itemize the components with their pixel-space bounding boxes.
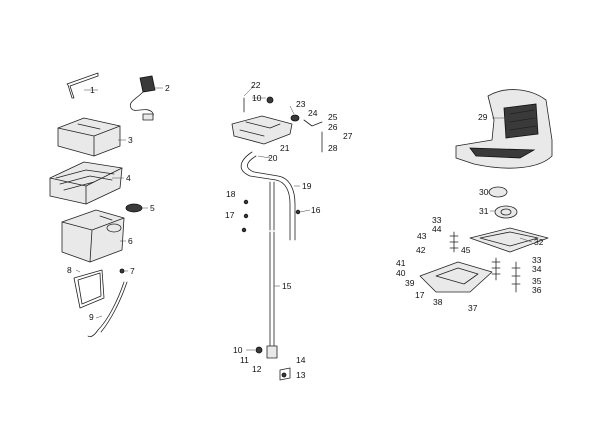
callout-39: 39: [405, 278, 415, 288]
callout-33-right: 33: [532, 255, 542, 265]
callout-4: 4: [126, 173, 131, 183]
callout-18: 18: [226, 189, 236, 199]
callout-8: 8: [67, 265, 72, 275]
callout-15: 15: [282, 281, 292, 291]
battery-cover-part: [57, 117, 121, 157]
callout-26: 26: [328, 122, 338, 132]
battery-cable-part: [87, 281, 128, 338]
leader-lines: [75, 85, 533, 351]
callout-33-top: 33: [432, 215, 442, 225]
battery-clip-part: [125, 203, 143, 213]
callout-3: 3: [128, 135, 133, 145]
callout-labels: 1 2 3 4 5 6 7 8 9 10 10 11 12 13 14 15 1…: [67, 80, 544, 380]
callout-41: 41: [396, 258, 406, 268]
seat-ring-part: [494, 205, 518, 219]
callout-6: 6: [128, 236, 133, 246]
bolts-parts: [241, 199, 301, 233]
suspension-base-part: [419, 261, 493, 293]
battery-frame-part: [73, 269, 105, 309]
callout-36: 36: [532, 285, 542, 295]
callout-17-right: 17: [415, 290, 425, 300]
callout-2: 2: [165, 83, 170, 93]
callout-22: 22: [251, 80, 261, 90]
callout-10-top: 10: [252, 93, 262, 103]
callout-32: 32: [534, 237, 544, 247]
callout-16: 16: [311, 205, 321, 215]
callout-42: 42: [416, 245, 426, 255]
callout-40: 40: [396, 268, 406, 278]
steering-column-part: [255, 231, 291, 381]
battery-charger-part: [129, 75, 156, 121]
callout-5: 5: [150, 203, 155, 213]
callout-31: 31: [479, 206, 489, 216]
seat-part: [455, 89, 553, 169]
seat-suspension-top-part: [469, 227, 549, 253]
battery-tray-part: [49, 161, 123, 205]
callout-37: 37: [468, 303, 478, 313]
callout-25: 25: [328, 112, 338, 122]
callout-9: 9: [89, 312, 94, 322]
callout-19: 19: [302, 181, 312, 191]
callout-24: 24: [308, 108, 318, 118]
callout-1: 1: [90, 85, 95, 95]
seat-bracket-part: [231, 96, 293, 145]
callout-35: 35: [532, 276, 542, 286]
callout-13: 13: [296, 370, 306, 380]
seat-knob-part: [488, 186, 508, 198]
steering-tube-part: [240, 151, 296, 241]
clamp-parts: [290, 114, 323, 153]
callout-17-middle: 17: [225, 210, 235, 220]
callout-30: 30: [479, 187, 489, 197]
callout-23: 23: [296, 99, 306, 109]
callout-28: 28: [328, 143, 338, 153]
callout-11: 11: [240, 355, 249, 365]
cable-screw-part: [119, 268, 125, 274]
suspension-springs-parts: [449, 231, 521, 293]
callout-12: 12: [252, 364, 262, 374]
callout-44: 44: [432, 224, 442, 234]
callout-43: 43: [417, 231, 427, 241]
callout-38: 38: [433, 297, 443, 307]
callout-27: 27: [343, 131, 353, 141]
battery-bracket-part: [66, 72, 99, 99]
callout-10-bottom: 10: [233, 345, 243, 355]
callout-21: 21: [280, 143, 290, 153]
callout-7: 7: [130, 266, 135, 276]
callout-20: 20: [268, 153, 278, 163]
callout-34: 34: [532, 264, 542, 274]
battery-part: [61, 209, 125, 263]
callout-29: 29: [478, 112, 488, 122]
callout-45: 45: [461, 245, 471, 255]
callout-14: 14: [296, 355, 306, 365]
